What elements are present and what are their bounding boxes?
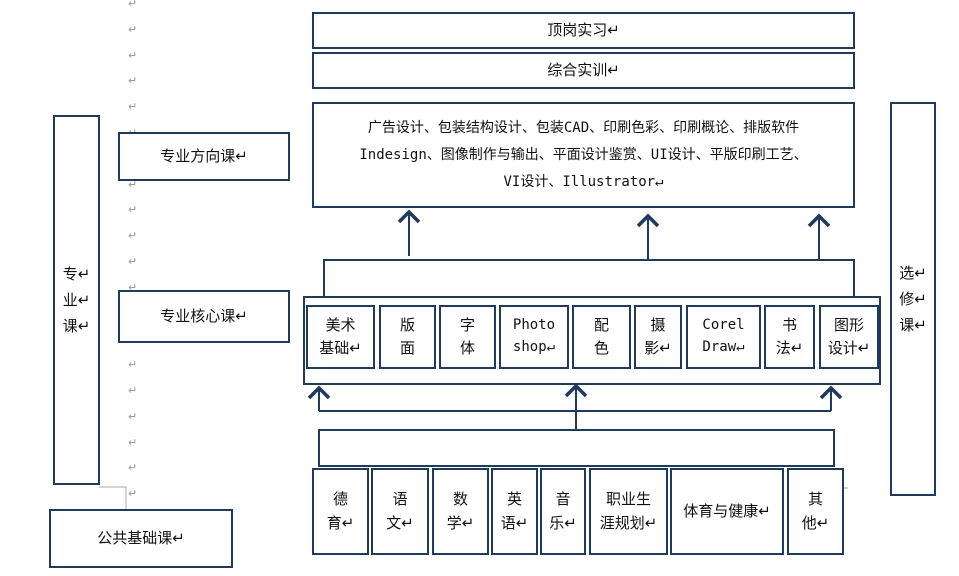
public-bracket-box xyxy=(318,429,835,467)
paragraph-mark: ↵ xyxy=(128,22,138,36)
paragraph-mark: ↵ xyxy=(128,48,138,62)
public-course-box: 职业生 涯规划↵ xyxy=(589,468,668,555)
elective-course-label: 选↵ 修↵ 课↵ xyxy=(890,102,936,496)
paragraph-mark: ↵ xyxy=(128,0,138,10)
internship-box: 顶岗实习↵ xyxy=(312,12,855,49)
paragraph-mark: ↵ xyxy=(128,74,138,88)
paragraph-mark: ↵ xyxy=(128,229,138,243)
core-course-box: Photo shop↵ xyxy=(499,305,569,369)
core-course-box: Corel Draw↵ xyxy=(686,305,761,369)
paragraph-mark: ↵ xyxy=(128,435,138,449)
core-course-box: 配 色 xyxy=(572,305,631,369)
core-bracket xyxy=(323,259,855,298)
core-course-box: 摄 影↵ xyxy=(634,305,682,369)
public-course-box: 体育与健康↵ xyxy=(670,468,784,555)
core-course-box: 书 法↵ xyxy=(764,305,815,369)
public-course-box: 数 学↵ xyxy=(432,468,489,555)
paragraph-mark: ↵ xyxy=(128,487,138,501)
public-course-box: 语 文↵ xyxy=(371,468,429,555)
public-course-box: 英 语↵ xyxy=(491,468,538,555)
core-course-box: 版 面 xyxy=(379,305,436,369)
paragraph-mark: ↵ xyxy=(128,409,138,423)
paragraph-mark: ↵ xyxy=(128,203,138,217)
core-course-box: 图形 设计↵ xyxy=(819,305,879,369)
core-course-box: 美术 基础↵ xyxy=(306,305,375,369)
paragraph-mark: ↵ xyxy=(128,177,138,191)
paragraph-mark: ↵ xyxy=(128,384,138,397)
elective-course-text: 选↵ 修↵ 课↵ xyxy=(899,264,927,334)
training-box: 综合实训↵ xyxy=(312,52,855,89)
public-course-box: 其 他↵ xyxy=(787,468,844,555)
public-course-box: 音 乐↵ xyxy=(540,468,586,555)
core-course-box: 字 体 xyxy=(439,305,496,369)
professional-course-text: 专↵ 业↵ 课↵ xyxy=(62,265,91,335)
paragraph-mark: ↵ xyxy=(128,255,138,268)
paragraph-mark: ↵ xyxy=(128,358,138,372)
public-course-label: 公共基础课↵ xyxy=(49,509,233,568)
paragraph-mark: ↵ xyxy=(128,280,138,294)
core-course-label: 专业核心课↵ xyxy=(118,290,290,343)
public-course-box: 德 育↵ xyxy=(312,468,369,555)
paragraph-mark: ↵ xyxy=(128,461,138,475)
grey-connector-left xyxy=(99,486,127,512)
professional-course-label: 专↵ 业↵ 课↵ xyxy=(53,115,100,485)
direction-course-label: 专业方向课↵ xyxy=(118,132,290,181)
paragraph-mark: ↵ xyxy=(128,100,138,114)
direction-courses-box: 广告设计、包装结构设计、包装CAD、印刷色彩、印刷概论、排版软件 Indesig… xyxy=(312,102,855,208)
